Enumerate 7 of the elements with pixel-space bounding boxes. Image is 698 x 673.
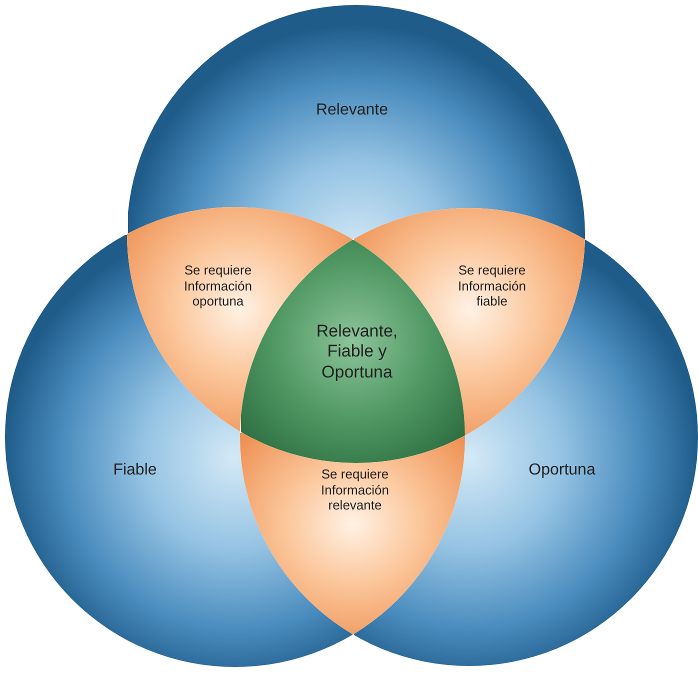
circle-label: Oportuna	[528, 460, 596, 480]
overlap-label: Relevante, Fiable y Oportuna	[315, 321, 399, 383]
overlap-label: Se requiere Información fiable	[457, 262, 527, 310]
overlap-label: Se requiere Información oportuna	[183, 262, 253, 310]
circle-label: Fiable	[112, 460, 158, 480]
overlap-label: Se requiere Información relevante	[320, 466, 390, 514]
circle-label: Relevante	[314, 100, 390, 120]
